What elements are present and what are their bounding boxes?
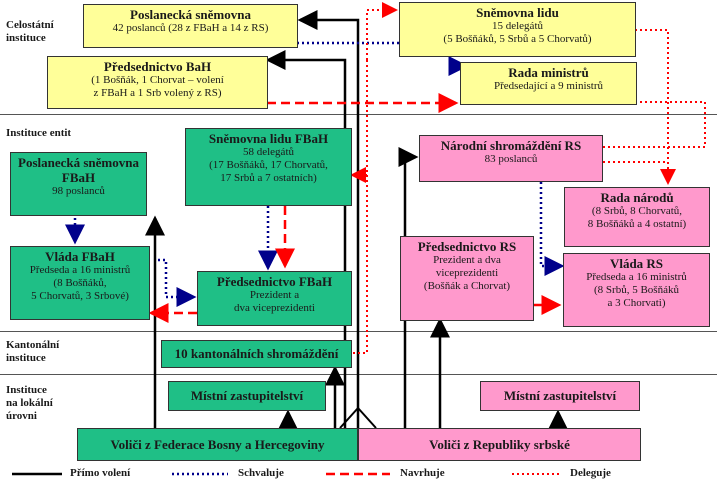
- box-kantonalni-shromazdeni: 10 kantonálních shromáždění: [161, 340, 352, 368]
- approves-link: [539, 182, 565, 276]
- box-vlada-fbah: Vláda FBaH Předseda a 16 ministrů (8 Boš…: [10, 246, 150, 320]
- box-predsednictvo-fbah: Předsednictvo FBaH Prezident a dva vicep…: [197, 271, 352, 326]
- box-narodni-shromazdeni-rs: Národní shromáždění RS 83 poslanců: [419, 135, 603, 182]
- legend-label-delegates: Deleguje: [570, 467, 611, 479]
- direct-link: [398, 147, 419, 428]
- box-poslanecka-snemovna-fbah: Poslanecká sněmovna FBaH 98 poslanců: [10, 152, 147, 216]
- level-label-local: Instituce na lokální úrovni: [6, 384, 53, 422]
- legend-label-direct: Přímo volení: [70, 467, 131, 479]
- direct-link: [297, 10, 360, 428]
- box-rada-narodu: Rada národů (8 Srbů, 8 Chorvatů, 8 Bošňá…: [564, 187, 710, 247]
- level-label-canton: Kantonální instituce: [6, 339, 60, 364]
- delegates-link: [366, 2, 398, 60]
- approves-link: [158, 258, 197, 307]
- box-snemovna-lidu-fbah: Sněmovna lidu FBaH 58 delegátů (17 Bošňá…: [185, 128, 352, 206]
- box-predsednictvo-rs: Předsednictvo RS Prezident a dva vicepre…: [400, 236, 534, 321]
- level-label-national: Celostátní instituce: [6, 19, 54, 44]
- legend-label-approves: Schvaluje: [238, 467, 284, 479]
- box-vlada-rs: Vláda RS Předseda a 16 ministrů (8 Srbů,…: [563, 253, 710, 327]
- box-mistni-zastupitelstvi-fbah: Místní zastupitelství: [168, 381, 326, 411]
- level-label-entity: Instituce entit: [6, 127, 72, 139]
- box-snemovna-lidu: Sněmovna lidu 15 delegátů (5 Bošňáků, 5 …: [399, 2, 636, 57]
- delegates-link: [635, 29, 676, 185]
- box-volici-fbah: Voliči z Federace Bosny a Hercegoviny: [77, 428, 358, 461]
- direct-link: [265, 50, 347, 428]
- direct-link: [339, 407, 377, 429]
- box-predsednictvo-bah: Předsednictvo BaH (1 Bošňák, 1 Chorvat –…: [47, 56, 268, 109]
- box-rada-ministru: Rada ministrů Předsedající a 9 ministrů: [460, 62, 637, 105]
- box-mistni-zastupitelstvi-rs: Místní zastupitelství: [480, 381, 640, 411]
- delegates-link: [352, 175, 368, 354]
- box-volici-rs: Voliči z Republiky srbské: [358, 428, 641, 461]
- legend-label-proposes: Navrhuje: [400, 467, 445, 479]
- delegates-link: [350, 60, 368, 183]
- box-poslanecka-snemovna: Poslanecká sněmovna 42 poslanců (28 z FB…: [83, 4, 298, 48]
